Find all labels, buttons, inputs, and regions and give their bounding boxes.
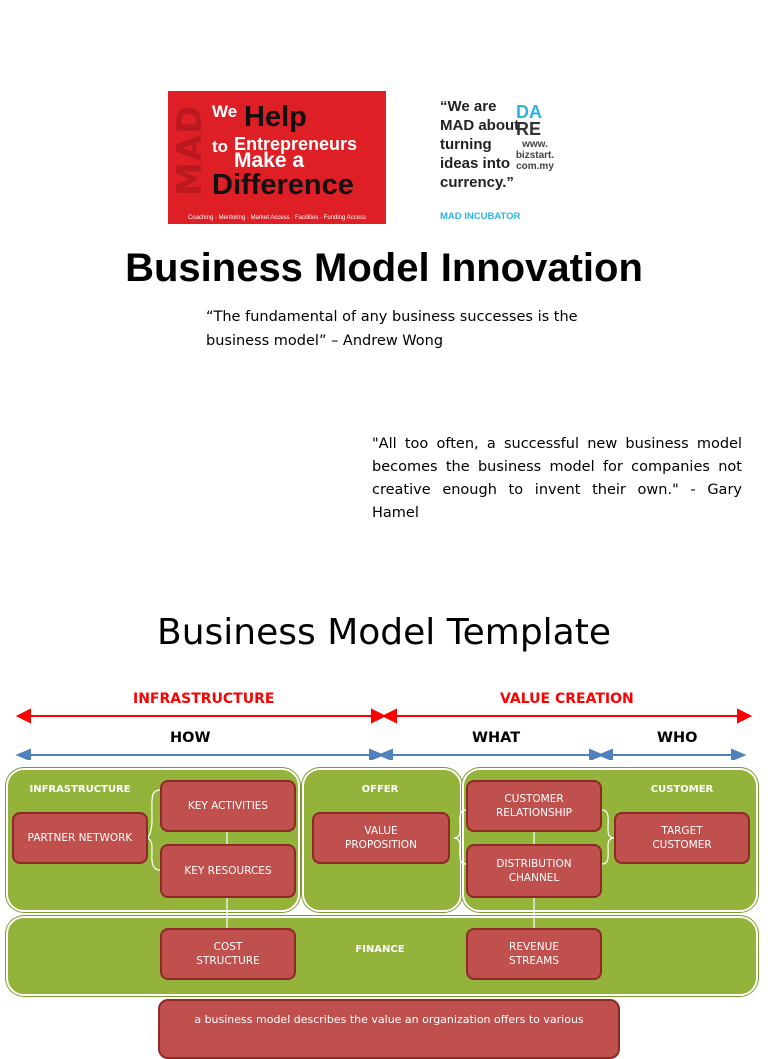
how-arrow-left-head xyxy=(15,748,31,760)
infrastructure-arrow-left-head xyxy=(15,708,31,724)
connector-crm-vp xyxy=(453,809,467,839)
business-model-diagram: INFRASTRUCTURE VALUE CREATION HOW WHAT W… xyxy=(0,680,768,1024)
quote-andrew-wong: “The fundamental of any business success… xyxy=(206,309,578,349)
value-proposition-box: VALUE PROPOSITION xyxy=(312,812,450,864)
customer-panel-label: CUSTOMER xyxy=(650,784,714,795)
revenue-streams-box: REVENUE STREAMS xyxy=(466,928,602,980)
infrastructure-panel-label: INFRASTRUCTURE xyxy=(29,784,131,795)
partner-network-box: PARTNER NETWORK xyxy=(12,812,148,864)
who-header: WHO xyxy=(657,730,698,746)
customer-relationship-box: CUSTOMER RELATIONSHIP xyxy=(466,780,602,832)
mad-we-text: We xyxy=(212,102,238,121)
dare-logo-bottom: RE xyxy=(516,119,542,139)
connector-partner-resources xyxy=(145,837,161,871)
mad-logo: MAD We Help to Entrepreneurs Make a Diff… xyxy=(168,91,386,224)
what-header: WHAT xyxy=(472,730,521,746)
dare-logo-top: DA xyxy=(516,102,542,122)
value-creation-arrow-right-head xyxy=(737,708,753,724)
what-arrow-right-head xyxy=(589,748,605,760)
infrastructure-arrow-right-head xyxy=(371,708,387,724)
template-title: Business Model Template xyxy=(157,612,611,653)
bottom-definition-note: a business model describes the value an … xyxy=(158,999,620,1059)
mad-make-a-text: Make a xyxy=(234,149,305,172)
value-creation-header: VALUE CREATION xyxy=(500,691,634,707)
who-arrow-left-head xyxy=(597,748,613,760)
infrastructure-header: INFRASTRUCTURE xyxy=(133,691,275,707)
mad-to-text: to xyxy=(212,137,229,156)
dare-logo-block: “We are MAD about turning ideas into cur… xyxy=(426,93,558,229)
mad-entrepreneurs-text: Entrepreneurs xyxy=(234,134,358,154)
target-customer-box: TARGET CUSTOMER xyxy=(614,812,750,864)
distribution-channel-box: DISTRIBUTION CHANNEL xyxy=(466,844,602,898)
value-creation-arrow-left-head xyxy=(381,708,397,724)
page-title: Business Model Innovation xyxy=(125,246,643,290)
mad-difference-text: Difference xyxy=(212,169,354,201)
diagram-connectors xyxy=(145,789,615,928)
connector-dist-target xyxy=(601,837,615,865)
what-arrow-left-head xyxy=(377,748,393,760)
mad-services-text: Coaching · Mentoring · Market Access · F… xyxy=(187,215,367,221)
finance-panel xyxy=(6,916,758,996)
dare-quote: “We are MAD about turning ideas into cur… xyxy=(440,98,520,191)
connector-partner-activities xyxy=(145,789,161,839)
quote-gary-hamel: "All too often, a successful new busines… xyxy=(372,436,742,521)
key-resources-box: KEY RESOURCES xyxy=(160,844,296,898)
diagram-arrows xyxy=(15,708,753,760)
mad-help-text: Help xyxy=(244,101,307,133)
dare-credit: MAD INCUBATOR xyxy=(440,211,521,222)
offer-panel-label: OFFER xyxy=(361,784,399,795)
dare-url: www. bizstart. com.my xyxy=(515,139,555,172)
cost-structure-box: COST STRUCTURE xyxy=(160,928,296,980)
mad-vertical-text: MAD xyxy=(170,104,210,196)
connector-crm-target xyxy=(601,809,615,839)
who-arrow-right-head xyxy=(731,748,747,760)
finance-panel-label: FINANCE xyxy=(355,944,405,955)
key-activities-box: KEY ACTIVITIES xyxy=(160,780,296,832)
how-arrow-right-head xyxy=(369,748,385,760)
dare-logo: DA RE xyxy=(514,103,554,139)
how-header: HOW xyxy=(170,730,211,746)
connector-dist-vp xyxy=(453,837,467,865)
